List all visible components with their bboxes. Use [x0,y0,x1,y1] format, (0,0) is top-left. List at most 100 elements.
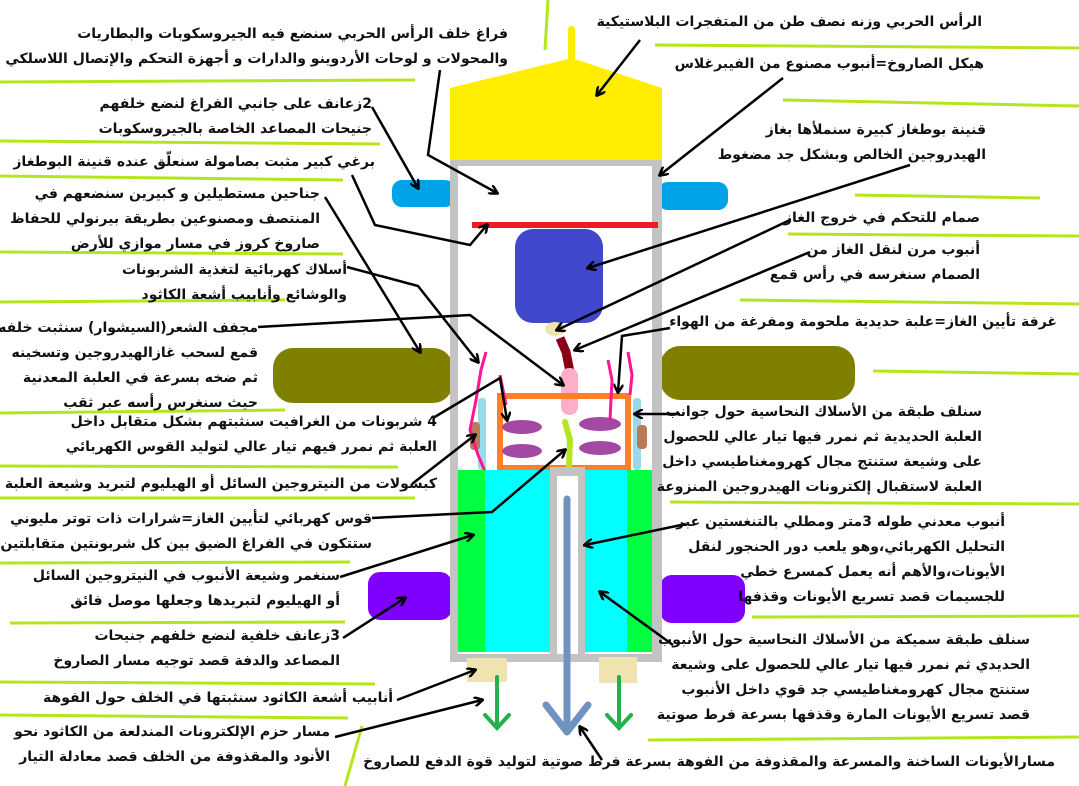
left-wing [273,348,453,403]
label-line: كبسولات من النيتروجين السائل أو الهيليوم… [4,476,437,492]
separator-line [0,680,376,686]
label-line: جنيحات المصاعد الخاصة بالجيروسكوبات [98,121,372,137]
electric-arc [562,419,574,469]
label-line: قنينة بوطغاز كبيرة سنملأها بغاز [765,122,986,138]
label-line: برغي كبير مثبت بصامولة سنعلّق عنده قنينة… [13,154,375,170]
label-line: صاروخ كروز في مسار موازي للأرض [70,236,320,252]
label-capsules: كبسولات من النيتروجين السائل أو الهيليوم… [5,472,437,497]
pointer-arrows [257,39,911,761]
label-warhead: الرأس الحربي وزنه نصف طن من المتفجرات ال… [597,10,982,35]
label-wings: جناحين مستطيلين و كبيرين سنضعهم في المنتص… [10,182,320,257]
label-line: مجفف الشعر(السيشوار) سنثبت خلفه [0,320,258,336]
label-bolt: برغي كبير مثبت بصامولة سنعلّق عنده قنينة… [13,150,375,175]
label-line: هيكل الصاروخ=أنبوب مصنوع من الفيبرغلاس [674,56,984,72]
separator-line [654,43,1079,50]
label-flexible-tube: أنبوب مرن لنقل الغاز من الصمام سنغرسه في … [770,238,980,288]
separator-line [0,560,351,565]
label-line: العلبة الحديدية ثم نمرر فيها تيار عالي ل… [663,429,982,445]
pointer-arrow [370,106,418,188]
flexible-gas-tube [555,336,575,373]
carbon-rod [502,444,542,458]
tube-coil-left [458,470,485,652]
separator-line [647,735,1079,742]
label-line: المنتصف ومصنوعين بطريقة بيرنولي للحفاظ [10,211,320,227]
separator-line [0,298,286,304]
label-coil-cooling: سنغمر وشيعة الأنبوب في النيتروجين السائل… [33,564,340,614]
pointer-arrow [334,700,482,739]
label-graphite-carbons: 4 شربونات من الغرافيت سنثبتهم بشكل متقاب… [66,410,437,460]
label-line: قمع لسحب غازالهيدروجين وتسخينه [11,345,258,361]
pointer-arrow [597,39,641,95]
label-line: أنابيب أشعة الكاثود سنثبتها في الخلف حول… [43,690,393,706]
funnel-nozzle [561,368,578,415]
separator-line [0,78,416,84]
pointer-arrow [575,250,811,350]
label-cathode-tubes: أنابيب أشعة الكاثود سنثبتها في الخلف حول… [43,686,393,711]
label-line: العلبة لاستقبال إلكترونات الهيدروجين الم… [656,479,982,495]
separator-line [9,620,346,625]
label-line: جناحين مستطيلين و كبيرين سنضعهم في [34,186,320,202]
label-line: الصمام سنغرسه في رأس قمع [769,267,980,283]
separator-line [343,725,364,786]
label-tube-coil: سنلف طبقة سميكة من الأسلاك النحاسية حول … [657,628,1030,728]
separator-line [669,500,1079,506]
label-line: مسارالأيونات الساخنة والمسرعة والمقذوفة … [363,754,1055,770]
label-rocket-body: هيكل الصاروخ=أنبوب مصنوع من الفيبرغلاس [675,52,984,77]
pointer-arrow [342,598,405,640]
pointer-arrow [257,313,563,385]
carbon-rod [579,417,621,431]
label-line: مسار حزم الإلكترونات المندلعة من الكاثود… [14,724,330,740]
label-line: على وشيعة ستنتج مجال كهرومغناطيسي داخل [662,454,982,470]
separator-line [872,369,1079,376]
separator-line [0,464,399,469]
chamber-coil-strip [478,398,486,470]
label-metal-tube: أنبوب معدني طوله 3متر ومطلي بالتنغستين ع… [676,510,1005,610]
left-front-fin [392,180,455,207]
separator-line [543,0,550,51]
electron-beam-arrow [483,675,511,731]
power-wire [468,351,495,491]
label-line: الرأس الحربي وزنه نصف طن من المتفجرات ال… [596,14,982,30]
carbon-rod [579,441,621,455]
pointer-arrow [585,522,687,545]
pointer-arrow [432,375,507,420]
label-hair-dryer: مجفف الشعر(السيشوار) سنثبت خلفه قمع لسحب … [0,316,258,416]
label-line: المصاعد والدفة قصد توجيه مسار الصاروخ [53,653,340,669]
carbon-rod [502,420,542,434]
power-wire [606,359,614,421]
pointer-arrow [557,218,791,330]
label-electric-arc: قوس كهربائي لتأيين الغاز=شرارات ذات توتر… [0,507,372,557]
label-ion-exhaust-path: مسارالأيونات الساخنة والمسرعة والمقذوفة … [363,750,1055,775]
pointer-arrow [618,326,671,392]
nose-spike [568,26,575,62]
separator-line [787,232,1079,238]
label-line: أو الهيليوم لتبريدها وجعلها موصل فائق [70,593,340,609]
label-line: أنبوب مرن لنقل الغاز من [806,242,980,258]
pointer-arrow [588,163,911,268]
label-line: أنبوب معدني طوله 3متر ومطلي بالتنغستين ع… [676,514,1005,530]
label-line: الحديدي ثم نمرر فيها تيار عالي للحصول عل… [671,657,1030,673]
label-line: والمحولات و لوحات الأردوينو والدارات و أ… [5,51,508,67]
label-line: ستنتج مجال كهرومغناطيسي جد قوي داخل الأن… [681,682,1030,698]
pointer-arrow [339,535,473,579]
label-line: سنلف طبقة سميكة من الأسلاك النحاسية حول … [658,632,1030,648]
label-line: حيث سنغرس رأسه عبر ثقب [63,395,258,411]
label-ionization-chamber: غرفة تأيين الغاز=علبة حديدية ملحومة ومفر… [669,310,1057,335]
label-line: والوشائع وأنابيب أشعة الكاثود [141,287,347,303]
pointer-arrow [660,77,784,175]
label-line: ستتكون في الفراغ الضيق بين كل شربونتين م… [0,536,372,552]
pointer-arrow [350,174,487,247]
separator-line [0,139,381,146]
right-wing [660,346,855,400]
warhead-cone [450,58,662,160]
label-line: الأنود والمقذوفة من الخلف قصد معادلة الت… [19,749,330,765]
label-line: قصد تسريع الأيونات المارة وقذفها بسرعة ف… [656,707,1030,723]
pointer-arrow [580,727,604,761]
power-wire [626,351,634,396]
